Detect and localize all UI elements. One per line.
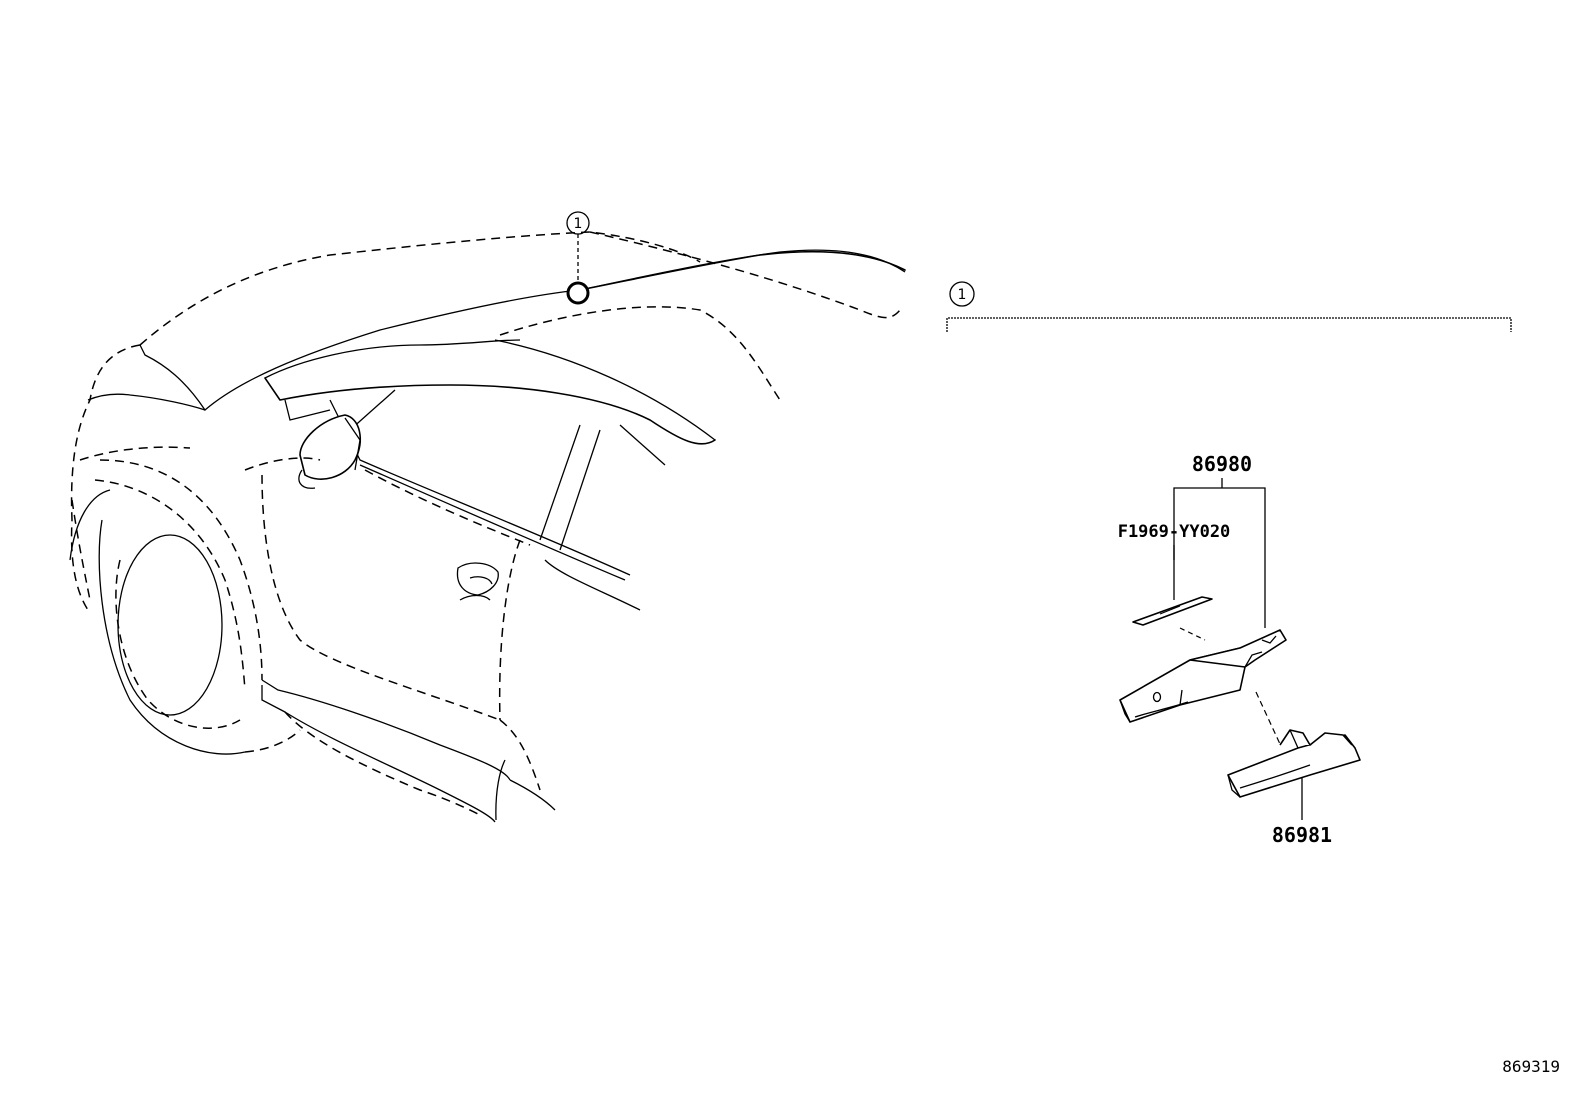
callout-bubble-detail	[949, 281, 975, 307]
module-unit	[1119, 629, 1287, 745]
part-number-f1969: F1969-YY020	[1118, 522, 1231, 542]
drawing-reference-number: 869319	[1502, 1057, 1560, 1076]
label-plate	[1132, 596, 1213, 641]
callout-number-detail: 1	[958, 287, 967, 303]
part-number-86981: 86981	[1272, 823, 1332, 847]
vehicle-callout: 1	[566, 211, 590, 305]
bracket-unit	[1227, 729, 1361, 820]
part-number-86980: 86980	[1192, 452, 1252, 476]
leader-86980	[1173, 487, 1266, 628]
vehicle-illustration	[69, 231, 906, 823]
location-marker	[566, 281, 590, 305]
callout-number-vehicle: 1	[574, 216, 583, 232]
detail-view: 1	[946, 281, 1512, 332]
